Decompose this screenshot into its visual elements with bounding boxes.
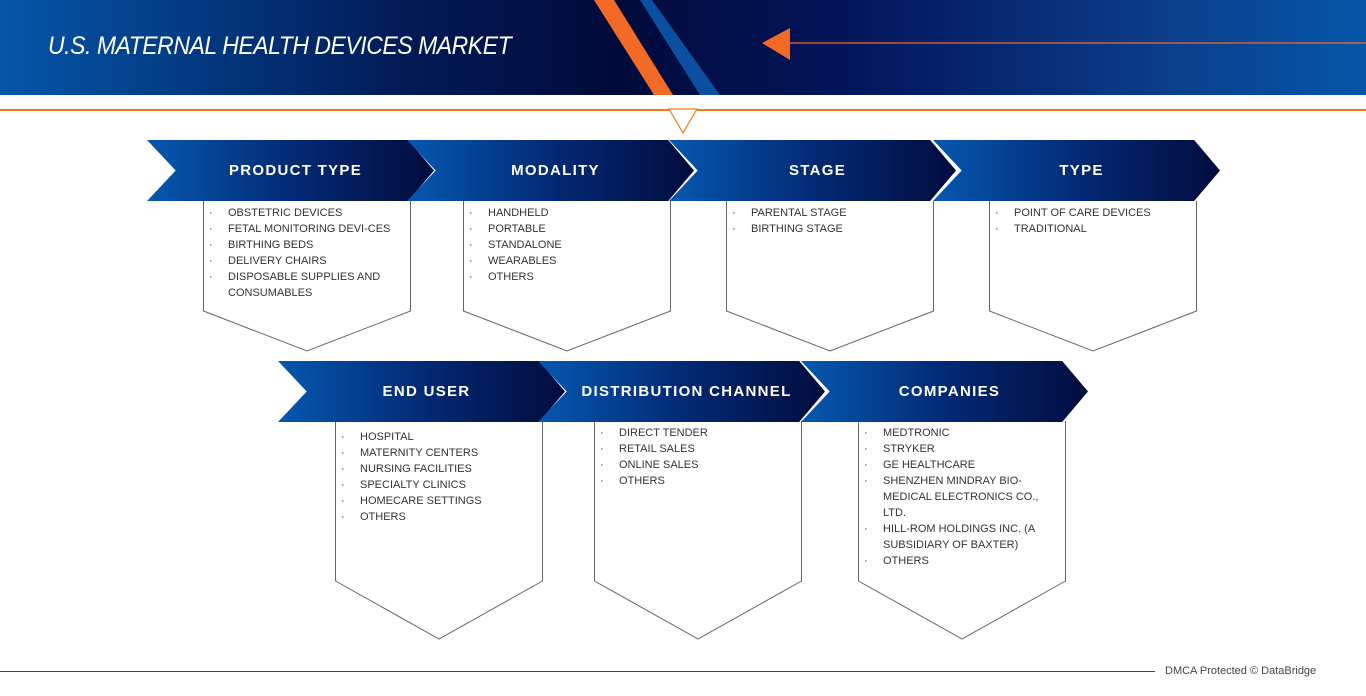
blue-stripe — [640, 0, 720, 95]
footer-line — [0, 671, 1155, 672]
list-item: PORTABLE — [469, 221, 665, 237]
section-box-companies: MEDTRONICSTRYKERGE HEALTHCARESHENZHEN MI… — [858, 421, 1066, 641]
section-items: MEDTRONICSTRYKERGE HEALTHCARESHENZHEN MI… — [864, 425, 1060, 569]
list-item: HANDHELD — [469, 205, 665, 221]
box-outline — [726, 201, 934, 352]
list-item: GE HEALTHCARE — [864, 457, 1060, 473]
list-item: DELIVERY CHAIRS — [209, 253, 405, 269]
section-box-end-user: HOSPITALMATERNITY CENTERSNURSING FACILIT… — [335, 421, 543, 641]
section-header-type: TYPE — [933, 140, 1220, 201]
section-box-distribution-channel: DIRECT TENDERRETAIL SALESONLINE SALESOTH… — [594, 421, 802, 641]
list-item: OTHERS — [341, 509, 537, 525]
list-item: DIRECT TENDER — [600, 425, 796, 441]
section-box-type: POINT OF CARE DEVICESTRADITIONAL — [989, 201, 1197, 353]
list-item: HOMECARE SETTINGS — [341, 493, 537, 509]
list-item: WEARABLES — [469, 253, 665, 269]
header-banner: U.S. MATERNAL HEALTH DEVICES MARKET — [0, 0, 1366, 95]
section-header-end-user: END USER — [278, 361, 565, 422]
list-item: BIRTHING BEDS — [209, 237, 405, 253]
header-decoration — [594, 0, 1366, 95]
list-item: HOSPITAL — [341, 429, 537, 445]
list-item: BIRTHING STAGE — [732, 221, 928, 237]
list-item: OTHERS — [600, 473, 796, 489]
list-item: STRYKER — [864, 441, 1060, 457]
list-item: SPECIALTY CLINICS — [341, 477, 537, 493]
list-item: SHENZHEN MINDRAY BIO-MEDICAL ELECTRONICS… — [864, 473, 1060, 521]
list-item: DISPOSABLE SUPPLIES AND CONSUMABLES — [209, 269, 405, 301]
list-item: PARENTAL STAGE — [732, 205, 928, 221]
list-item: MEDTRONIC — [864, 425, 1060, 441]
section-items: HANDHELDPORTABLESTANDALONEWEARABLESOTHER… — [469, 205, 665, 285]
section-box-stage: PARENTAL STAGEBIRTHING STAGE — [726, 201, 934, 353]
footer-copyright: DMCA Protected © DataBridge — [1165, 665, 1317, 677]
list-item: HILL-ROM HOLDINGS INC. (A SUBSIDIARY OF … — [864, 521, 1060, 553]
section-items: OBSTETRIC DEVICESFETAL MONITORING DEVI-C… — [209, 205, 405, 301]
list-item: OTHERS — [469, 269, 665, 285]
section-items: DIRECT TENDERRETAIL SALESONLINE SALESOTH… — [600, 425, 796, 489]
section-header-distribution-channel: DISTRIBUTION CHANNEL — [538, 361, 825, 422]
section-header-stage: STAGE — [669, 140, 956, 201]
section-box-product-type: OBSTETRIC DEVICESFETAL MONITORING DEVI-C… — [203, 201, 411, 353]
list-item: NURSING FACILITIES — [341, 461, 537, 477]
list-item: STANDALONE — [469, 237, 665, 253]
section-items: HOSPITALMATERNITY CENTERSNURSING FACILIT… — [341, 429, 537, 525]
list-item: OBSTETRIC DEVICES — [209, 205, 405, 221]
section-box-modality: HANDHELDPORTABLESTANDALONEWEARABLESOTHER… — [463, 201, 671, 353]
list-item: TRADITIONAL — [995, 221, 1191, 237]
section-header-modality: MODALITY — [407, 140, 694, 201]
arrow-left-icon — [762, 28, 790, 60]
orange-stripe — [594, 0, 673, 95]
section-header-product-type: PRODUCT TYPE — [147, 140, 434, 201]
pointer-notch-icon — [668, 108, 698, 135]
list-item: OTHERS — [864, 553, 1060, 569]
list-item: MATERNITY CENTERS — [341, 445, 537, 461]
box-outline — [989, 201, 1197, 352]
section-header-companies: COMPANIES — [801, 361, 1088, 422]
list-item: RETAIL SALES — [600, 441, 796, 457]
list-item: ONLINE SALES — [600, 457, 796, 473]
list-item: FETAL MONITORING DEVI-CES — [209, 221, 405, 237]
list-item: POINT OF CARE DEVICES — [995, 205, 1191, 221]
section-items: POINT OF CARE DEVICESTRADITIONAL — [995, 205, 1191, 237]
page-title: U.S. MATERNAL HEALTH DEVICES MARKET — [48, 32, 512, 60]
section-items: PARENTAL STAGEBIRTHING STAGE — [732, 205, 928, 237]
